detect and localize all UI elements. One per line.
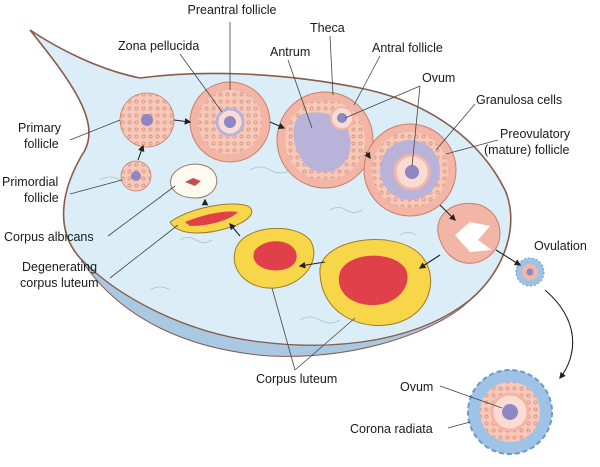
stroma-texture <box>99 166 417 324</box>
corpus-albicans <box>170 163 218 199</box>
label-antrum: Antrum <box>270 45 310 59</box>
label-primary-line2: follicle <box>24 137 59 151</box>
label-zona-pellucida: Zona pellucida <box>118 39 199 53</box>
ovary-rim <box>79 257 471 357</box>
label-corpus-albicans: Corpus albicans <box>4 230 94 244</box>
label-primordial-line2: follicle <box>24 191 59 205</box>
preovulatory-follicle <box>363 123 457 217</box>
antral-follicle <box>276 91 374 189</box>
released-ovum <box>515 257 545 287</box>
primary-follicle <box>119 92 175 148</box>
label-degenerating-line1: Degenerating <box>22 260 97 274</box>
label-preovulatory-line2: (mature) follicle <box>484 143 569 157</box>
ovum-corona <box>467 369 553 455</box>
primordial-follicle <box>120 160 152 192</box>
label-corona-radiata: Corona radiata <box>350 422 433 436</box>
label-corpus-luteum: Corpus luteum <box>256 372 337 386</box>
labels: Preantral follicle Zona pellucida Theca … <box>2 3 587 436</box>
leader-lines <box>69 22 503 429</box>
label-primary-line1: Primary <box>18 121 62 135</box>
label-primordial-line1: Primordial <box>2 175 58 189</box>
label-preantral-follicle: Preantral follicle <box>188 3 277 17</box>
label-theca: Theca <box>310 21 345 35</box>
progression-arrows <box>137 118 574 380</box>
label-degenerating-line2: corpus luteum <box>20 276 99 290</box>
label-ovum-bottom: Ovum <box>400 380 433 394</box>
label-ovum-top: Ovum <box>422 71 455 85</box>
label-ovulation: Ovulation <box>534 239 587 253</box>
label-granulosa-cells: Granulosa cells <box>476 93 562 107</box>
corpus-luteum-large <box>319 239 431 326</box>
label-antral-follicle: Antral follicle <box>372 41 443 55</box>
preantral-follicle <box>189 81 271 163</box>
label-preovulatory-line1: Preovulatory <box>500 127 571 141</box>
corpus-luteum-small <box>233 227 315 289</box>
